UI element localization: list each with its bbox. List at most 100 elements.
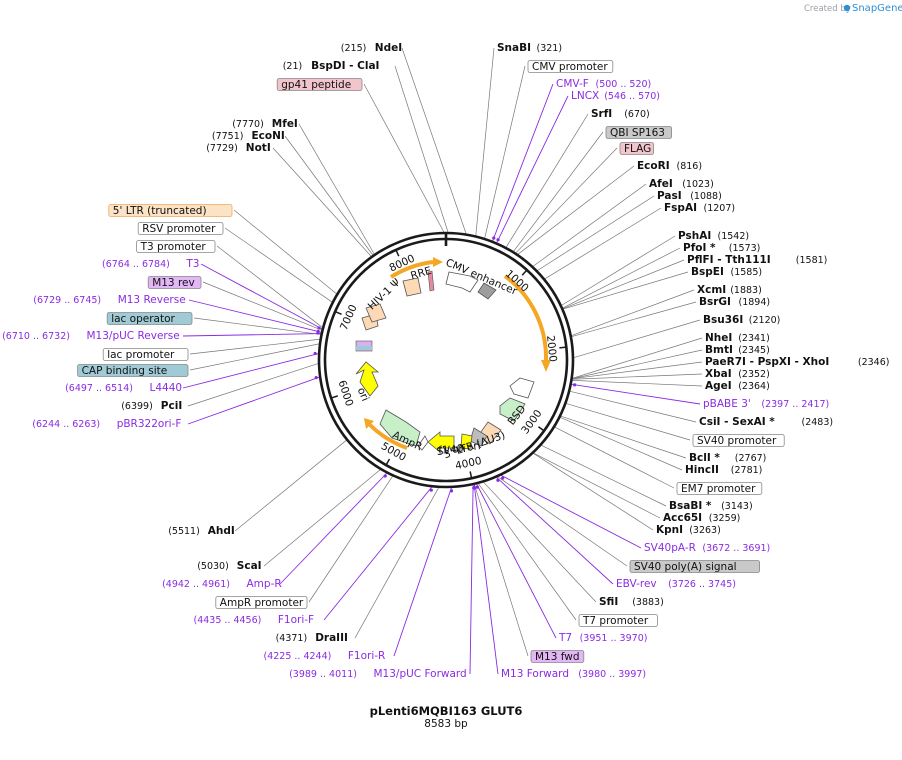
leader-line bbox=[560, 417, 683, 471]
enzyme-name: NheI bbox=[705, 332, 732, 344]
enzyme-name: BspDI - ClaI bbox=[311, 60, 379, 72]
inner-feature-label: f1 ori bbox=[438, 443, 466, 457]
feature-name: M13 rev bbox=[152, 277, 195, 289]
tick-label: 2000 bbox=[544, 335, 559, 363]
leader-line bbox=[533, 452, 661, 519]
leader-line bbox=[501, 475, 642, 549]
feature-name: SV40 promoter bbox=[697, 435, 777, 447]
leader-line bbox=[572, 337, 703, 379]
map-label-r5: SrfI(670) bbox=[591, 108, 650, 120]
leader-line bbox=[354, 487, 439, 639]
enzyme-name: PaeR7I - PspXI - XhoI bbox=[705, 356, 829, 368]
tick-mark bbox=[330, 395, 339, 399]
site-position: (6710 .. 6732) bbox=[2, 331, 70, 342]
snapgene-logo-icon bbox=[843, 4, 851, 12]
site-position: (1894) bbox=[739, 297, 771, 308]
credit: Created by SnapGene bbox=[804, 3, 902, 14]
plasmid-name: pLenti6MQBI163 GLUT6 bbox=[370, 704, 523, 718]
leader-lines bbox=[182, 47, 703, 675]
feature-box bbox=[629, 560, 761, 573]
leader-line bbox=[182, 353, 319, 389]
site-position: (7729) bbox=[206, 143, 238, 154]
primer-site-marker bbox=[313, 351, 317, 356]
leader-line bbox=[483, 482, 597, 603]
enzyme-name: PshAI bbox=[678, 230, 711, 242]
site-position: (5511) bbox=[168, 526, 200, 537]
primer-name: LNCX bbox=[571, 90, 599, 102]
site-position: (5030) bbox=[197, 561, 229, 572]
map-label-r8: EcoRI(816) bbox=[637, 160, 702, 172]
tick-mark bbox=[521, 269, 528, 276]
plasmid-length: 8583 bp bbox=[424, 718, 468, 730]
primer-site-marker bbox=[473, 486, 477, 490]
tick-mark bbox=[469, 471, 473, 479]
tick-label: 7000 bbox=[338, 303, 360, 332]
leader-line bbox=[202, 281, 322, 331]
site-position: (2341) bbox=[738, 333, 770, 344]
tick-mark bbox=[385, 458, 391, 466]
leader-line bbox=[484, 65, 526, 239]
site-position: (2352) bbox=[738, 369, 770, 380]
leader-line bbox=[572, 380, 703, 387]
primer-site-marker bbox=[383, 474, 387, 478]
enzyme-name: BsrGI bbox=[699, 296, 731, 308]
enzyme-name: HincII bbox=[685, 464, 719, 476]
site-position: (1207) bbox=[704, 203, 736, 214]
feature-arrows bbox=[355, 257, 551, 453]
enzyme-name: SfiI bbox=[599, 596, 618, 608]
lac-operator-stripe bbox=[356, 346, 372, 350]
map-label-l3: gp41 peptide bbox=[276, 78, 363, 91]
leader-line bbox=[478, 483, 577, 621]
feature-name: T3 promoter bbox=[140, 241, 207, 253]
map-label-l2: BspDI - ClaI(21) bbox=[283, 60, 380, 72]
site-position: (6497 .. 6514) bbox=[65, 383, 133, 394]
site-position: (2781) bbox=[731, 465, 763, 476]
leader-line bbox=[533, 453, 654, 531]
site-position: (6244 .. 6263) bbox=[32, 419, 100, 430]
enzyme-name: BmtI bbox=[705, 344, 733, 356]
leader-line bbox=[572, 361, 703, 380]
leader-line bbox=[224, 227, 333, 303]
map-label-r19: NheI (2341) bbox=[705, 332, 770, 344]
site-position: (1585) bbox=[731, 267, 763, 278]
leader-line bbox=[323, 486, 432, 621]
map-label-r13: PfoI *(1573) bbox=[683, 242, 760, 254]
leader-line bbox=[561, 235, 676, 306]
feature-box bbox=[619, 142, 654, 155]
leader-line bbox=[517, 165, 635, 255]
feature-box bbox=[137, 222, 224, 235]
enzyme-name: ScaI bbox=[237, 560, 262, 572]
enzyme-name: BspEI bbox=[691, 266, 724, 278]
map-label-l11: M13 rev bbox=[147, 276, 202, 289]
enzyme-name: EcoRI bbox=[637, 160, 670, 172]
map-label-l14: M13/pUC Reverse(6710 .. 6732) bbox=[2, 330, 180, 342]
map-label-r12: PshAI(1542) bbox=[678, 230, 749, 242]
map-label-r17: BsrGI (1894) bbox=[699, 296, 770, 308]
site-position: (4371) bbox=[276, 633, 308, 644]
map-label-l25: DraIII(4371) bbox=[276, 632, 348, 644]
primer-name: M13/pUC Forward bbox=[374, 668, 467, 680]
feature-box bbox=[108, 204, 233, 217]
site-position: (546 .. 570) bbox=[604, 91, 660, 102]
site-position: (4435 .. 4456) bbox=[194, 615, 262, 626]
map-label-r37: T7 promoter bbox=[578, 614, 658, 627]
map-label-l23: AmpR promoter bbox=[215, 596, 308, 609]
enzyme-name: CsiI - SexAI * bbox=[699, 416, 775, 428]
rsv-box bbox=[365, 303, 387, 323]
leader-line bbox=[563, 259, 685, 309]
feature-name: gp41 peptide bbox=[281, 79, 351, 91]
site-position: (3263) bbox=[689, 525, 721, 536]
map-label-r10: PasI(1088) bbox=[657, 190, 722, 202]
leader-line bbox=[475, 47, 495, 236]
site-position: (1023) bbox=[682, 179, 714, 190]
enzyme-name: PflFI - Tth111I bbox=[687, 254, 771, 266]
map-label-r21: PaeR7I - PspXI - XhoI(2346) bbox=[705, 356, 889, 368]
feature-box bbox=[147, 276, 202, 289]
map-label-l22: Amp-R(4942 .. 4961) bbox=[162, 578, 282, 590]
f1-ori-box bbox=[460, 433, 473, 450]
map-label-l4: MfeI(7770) bbox=[232, 118, 298, 130]
tick-mark bbox=[334, 310, 342, 316]
map-label-l15: lac promoter bbox=[102, 348, 189, 361]
sv40-promoter-arrow bbox=[509, 377, 535, 399]
